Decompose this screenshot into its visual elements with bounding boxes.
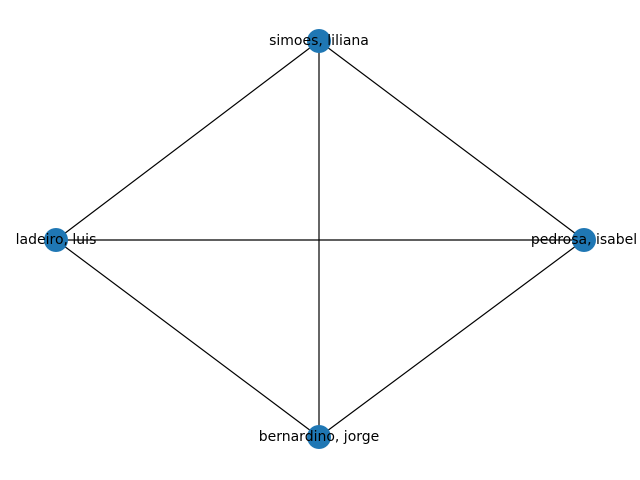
node-label-bernardino: bernardino, jorge xyxy=(259,429,380,445)
node-label-ladeiro: ladeiro, luis xyxy=(16,232,97,248)
node-simoes xyxy=(307,29,331,53)
edges-layer xyxy=(55,40,585,438)
node-label-simoes: simoes, liliana xyxy=(269,33,369,49)
node-bernardino xyxy=(307,425,331,449)
node-pedrosa xyxy=(572,228,596,252)
labels-layer: simoes, liliana ladeiro, luis pedrosa, isa… xyxy=(16,33,638,445)
edge-ladeiro-bernardino xyxy=(55,239,320,438)
node-ladeiro xyxy=(44,228,68,252)
edge-pedrosa-bernardino xyxy=(318,239,585,438)
edge-simoes-pedrosa xyxy=(318,40,585,241)
nodes-layer xyxy=(44,29,596,449)
node-label-pedrosa: pedrosa, isabel xyxy=(531,232,637,248)
edge-simoes-ladeiro xyxy=(55,40,320,241)
